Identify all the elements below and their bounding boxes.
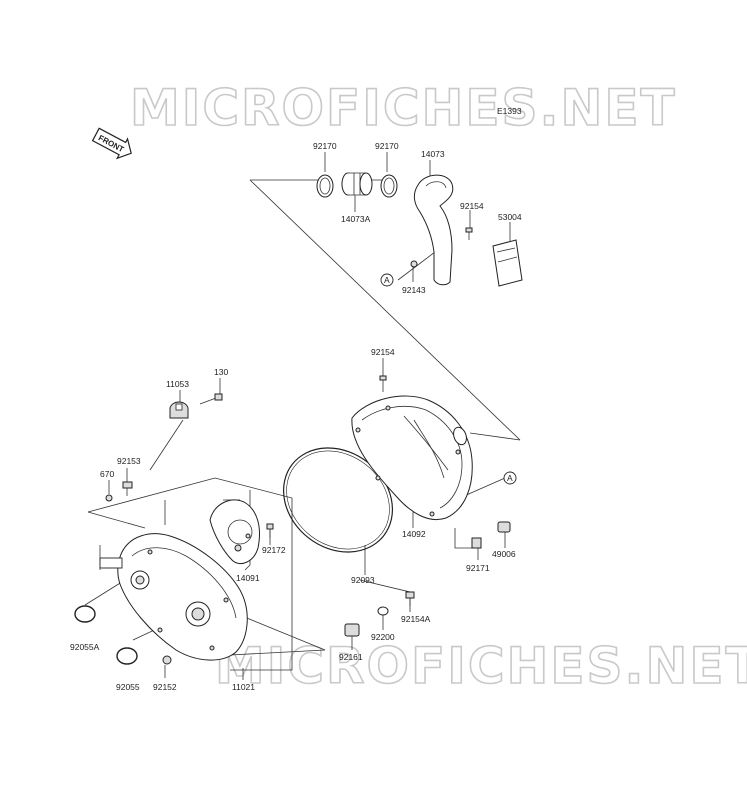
- o-ring-92055a[interactable]: [74, 605, 96, 623]
- label-92154a: 92154A: [401, 614, 431, 624]
- label-92171: 92171: [466, 563, 490, 573]
- label-92153: 92153: [117, 456, 141, 466]
- label-92143: 92143: [402, 285, 426, 295]
- label-92152: 92152: [153, 682, 177, 692]
- label-92200: 92200: [371, 632, 395, 642]
- clamp-92170-right[interactable]: [380, 174, 398, 198]
- washer-92143[interactable]: [410, 260, 418, 268]
- label-92055a: 92055A: [70, 642, 100, 652]
- label-92154-center: 92154: [371, 347, 395, 357]
- bolt-92154-center[interactable]: [379, 375, 387, 392]
- bolt-92171[interactable]: [471, 537, 482, 549]
- bolt-92154-top[interactable]: [465, 227, 473, 240]
- label-14091: 14091: [236, 573, 260, 583]
- label-11053: 11053: [166, 379, 189, 389]
- svg-text:A: A: [507, 473, 513, 483]
- o-ring-92055[interactable]: [116, 647, 138, 665]
- watermark-bottom: MICROFICHES.NET: [215, 637, 747, 695]
- label-92055: 92055: [116, 682, 140, 692]
- plug-670[interactable]: [105, 494, 113, 502]
- bolt-130[interactable]: [199, 393, 223, 405]
- svg-text:A: A: [384, 275, 390, 285]
- label-92093: 92093: [351, 575, 375, 585]
- duct-14073a[interactable]: [341, 172, 373, 196]
- inner-cover-11021[interactable]: [99, 533, 248, 661]
- part-labels: 92170 92170 14073 14073A 92154 53004 921…: [70, 141, 522, 692]
- label-14073a: 14073A: [341, 214, 371, 224]
- label-14092: 14092: [402, 529, 426, 539]
- outer-cover-14092[interactable]: [351, 395, 473, 520]
- label-130: 130: [214, 367, 228, 377]
- callout-a-right: A: [503, 471, 517, 485]
- callout-a-top: A: [380, 273, 394, 287]
- label-670: 670: [100, 469, 114, 479]
- washer-92200[interactable]: [377, 606, 389, 616]
- diagram-code: E1393: [497, 106, 522, 116]
- bolt-92152[interactable]: [162, 655, 172, 665]
- bolt-92153[interactable]: [122, 481, 133, 496]
- label-92170-left: 92170: [313, 141, 337, 151]
- label-92170-right: 92170: [375, 141, 399, 151]
- cap-49006[interactable]: [497, 521, 511, 533]
- label-53004[interactable]: [492, 239, 523, 287]
- label-49006: 49006: [492, 549, 516, 559]
- duct-14073[interactable]: [413, 174, 454, 286]
- bracket-11053[interactable]: [169, 401, 189, 419]
- clamp-92170-left[interactable]: [316, 174, 334, 198]
- label-92154-top: 92154: [460, 201, 484, 211]
- bolt-92154a[interactable]: [405, 591, 415, 606]
- screw-92172[interactable]: [266, 523, 274, 538]
- watermark-top: MICROFICHES.NET: [130, 79, 677, 137]
- plug-92161[interactable]: [344, 623, 360, 637]
- label-92172: 92172: [262, 545, 286, 555]
- label-11021: 11021: [232, 682, 255, 692]
- label-14073: 14073: [421, 149, 445, 159]
- plate-14091[interactable]: [209, 499, 260, 564]
- label-53004: 53004: [498, 212, 522, 222]
- label-92161: 92161: [339, 652, 363, 662]
